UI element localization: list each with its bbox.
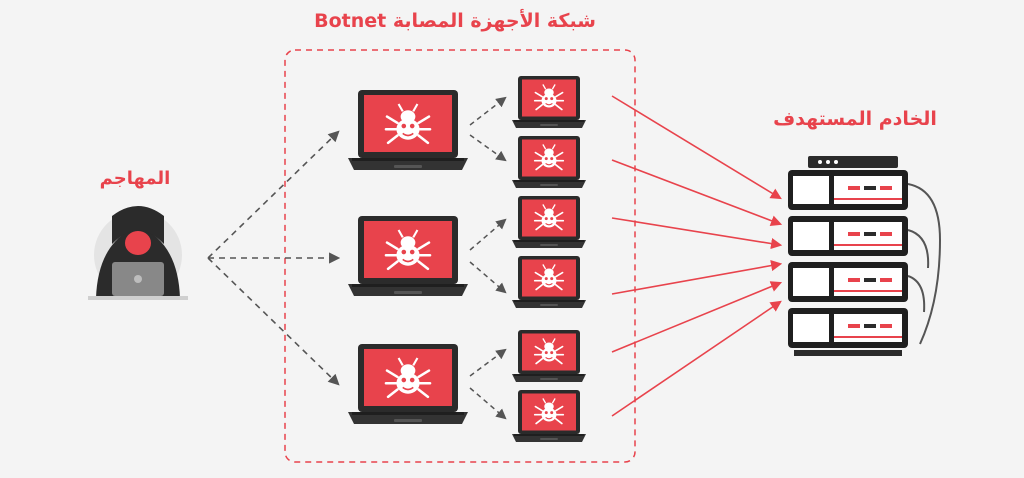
botnet-boundary (284, 49, 636, 463)
infected-laptop-1 (348, 90, 468, 170)
bot-laptop-3 (512, 196, 586, 248)
infected-laptop-2 (348, 216, 468, 296)
attacker-link-3 (207, 257, 340, 386)
attacker-connections (207, 130, 341, 386)
bot-laptop-2 (512, 136, 586, 188)
bot-laptop-1 (512, 76, 586, 128)
infected-laptop-3 (348, 344, 468, 424)
target-server-title: الخادم المستهدف (773, 108, 937, 130)
attack-traffic (611, 95, 783, 417)
hooded-hacker-icon (88, 206, 188, 300)
bot-laptop-6 (512, 390, 586, 442)
bot-laptop-4 (512, 256, 586, 308)
attacker-title: المهاجم (99, 168, 171, 189)
botnet-title: شبكة الأجهزة المصابة Botnet (314, 10, 596, 32)
server-rack-icon (788, 156, 942, 356)
bot-laptop-5 (512, 330, 586, 382)
attacker-link-1 (207, 130, 340, 259)
botnet-connections (469, 96, 507, 420)
